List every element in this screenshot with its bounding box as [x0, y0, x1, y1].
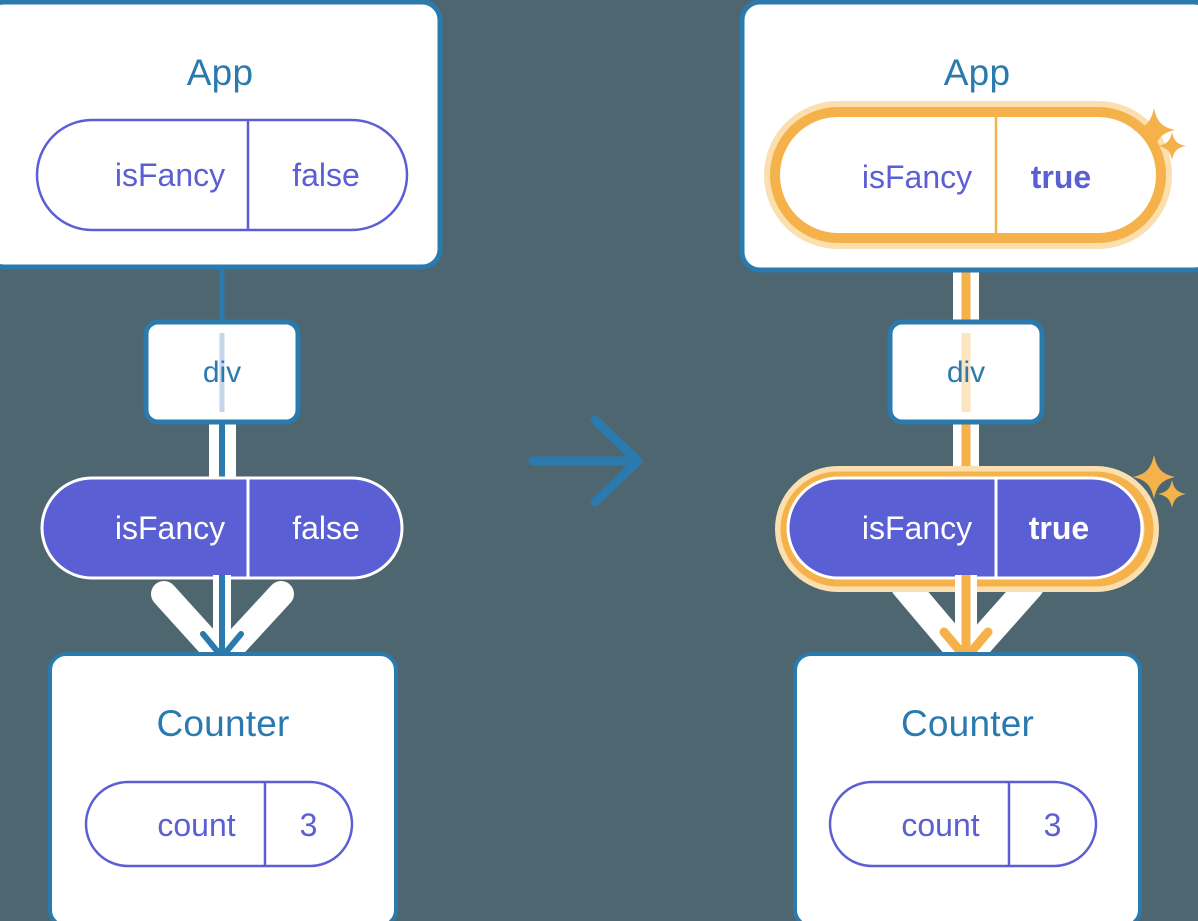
sparkle-icon [1133, 455, 1175, 499]
app-state-pill-before[interactable] [35, 118, 409, 232]
panel-before [0, 0, 443, 921]
prop-pill-highlight-after [780, 471, 1154, 587]
sparkle-icon [1158, 132, 1186, 160]
counter-state-pill-after[interactable] [828, 780, 1098, 868]
panel-after [739, 0, 1198, 921]
prop-pill-after[interactable] [786, 476, 1144, 580]
sparkle-icon [1158, 480, 1186, 508]
prop-pill-before[interactable] [40, 476, 404, 580]
transition-arrow-group [528, 415, 643, 507]
app-state-pill-highlight-after [770, 107, 1166, 243]
sparkle-icon [1133, 108, 1175, 152]
counter-state-pill-before[interactable] [84, 780, 354, 868]
arrow-right-icon [590, 415, 643, 507]
